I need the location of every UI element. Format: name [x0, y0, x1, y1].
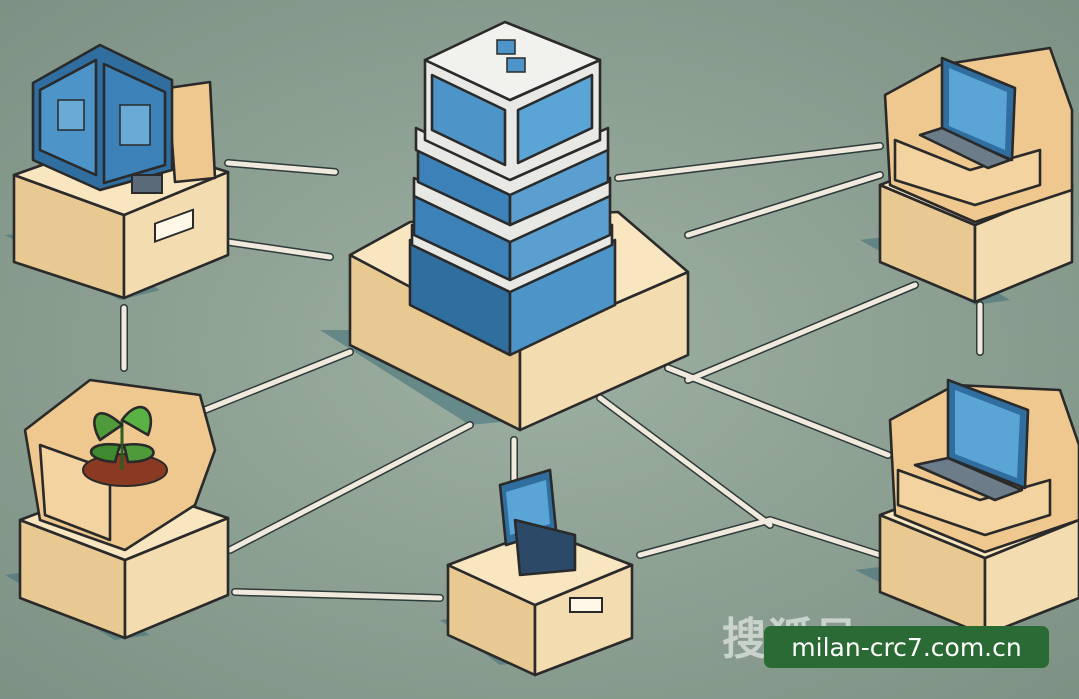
node-top-right [878, 46, 1074, 304]
node-bottom-center [446, 468, 634, 677]
watermark-badge: milan-crc7.com.cn [764, 626, 1049, 668]
node-center [348, 20, 690, 432]
connector-lines [120, 142, 984, 602]
node-left-middle [18, 378, 230, 640]
laptop-icon [918, 56, 1017, 170]
plant-icon [82, 405, 168, 487]
watermark-url: milan-crc7.com.cn [791, 632, 1022, 662]
server-tower-icon [408, 20, 617, 357]
node-bottom-right [878, 378, 1079, 637]
node-top-left [12, 43, 230, 300]
laptop-icon-2 [913, 378, 1030, 502]
monitor-cube-icon [31, 43, 174, 194]
small-laptop-icon [498, 468, 577, 577]
